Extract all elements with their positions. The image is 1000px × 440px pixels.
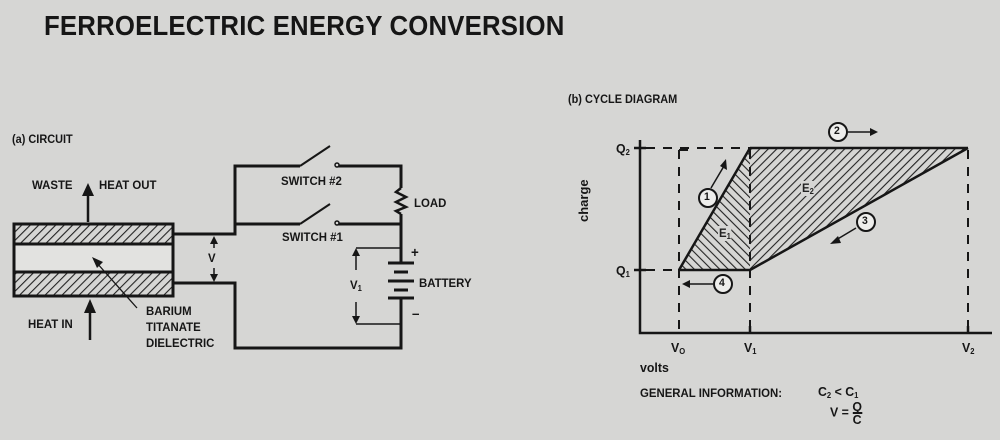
step-arrows [688,131,872,285]
cycle-step-3 [749,146,969,272]
dielectric-label-line-3: DIELECTRIC [146,336,215,350]
load-resistor [393,187,410,216]
switch-1 [299,203,340,226]
switch-2-label: SWITCH #2 [281,174,342,188]
dielectric-label-line-1: BARIUM [146,304,192,318]
waste-label: WASTE [32,178,73,192]
x-tick-v2: V2 [962,340,975,356]
circuit-wires [173,164,403,350]
dielectric-label-line-2: TITANATE [146,320,201,334]
step-markers [698,122,876,294]
x-tick-v1: V1 [744,340,757,356]
step-1-number: 1 [704,191,710,203]
heat-out-arrowhead [82,183,94,196]
battery-voltage-label: V1 [350,278,362,293]
step-4-arrowhead [682,280,690,288]
cycle-step-1 [677,147,752,271]
step-2-marker [828,122,848,142]
dielectric-pointer-head [92,257,103,268]
battery-symbol [388,261,414,306]
page-title: FERROELECTRIC ENERGY CONVERSION [44,10,565,41]
heat-out-label: HEAT OUT [99,178,157,192]
y-tick-q2: Q2 [616,141,630,157]
region-e1-label: E1 [718,226,732,241]
switch-1-label: SWITCH #1 [282,230,343,244]
top-plate [12,222,175,246]
y-axis-label: charge [576,179,591,222]
cycle-path [677,146,969,272]
cycle-section-label: (b) CYCLE DIAGRAM [568,94,678,106]
step-1-arrowhead [720,159,727,170]
step-3-marker [856,212,876,232]
circuit-section-label: (a) CIRCUIT [12,134,73,146]
capacitance-relation: C2 < C1 [818,384,859,400]
battery-voltage-bracket [355,247,401,325]
step-2-number: 2 [834,125,840,137]
step-4-marker [713,274,733,294]
step-3-number: 3 [862,215,868,227]
heat-in-label: HEAT IN [28,317,73,331]
battery-plus: + [411,244,419,260]
y-tick-q1: Q1 [616,263,630,279]
heat-in-arrowhead [84,299,96,313]
load-label: LOAD [414,196,447,210]
step-3-arrowhead [830,236,841,244]
switch-2 [299,145,340,168]
bottom-plate [12,270,175,298]
dielectric-pointer [95,261,138,309]
x-tick-v0: VO [671,340,686,356]
general-info-label: GENERAL INFORMATION: [640,386,783,400]
x-axis-label: volts [640,360,669,375]
battery-minus: – [412,305,420,321]
region-e2-label: E2 [801,181,815,196]
step-2-arrowhead [870,128,878,136]
step-4-number: 4 [719,277,725,289]
capacitor-voltage-label: V [208,251,216,265]
battery-label: BATTERY [419,276,472,290]
step-1-marker [698,188,718,208]
